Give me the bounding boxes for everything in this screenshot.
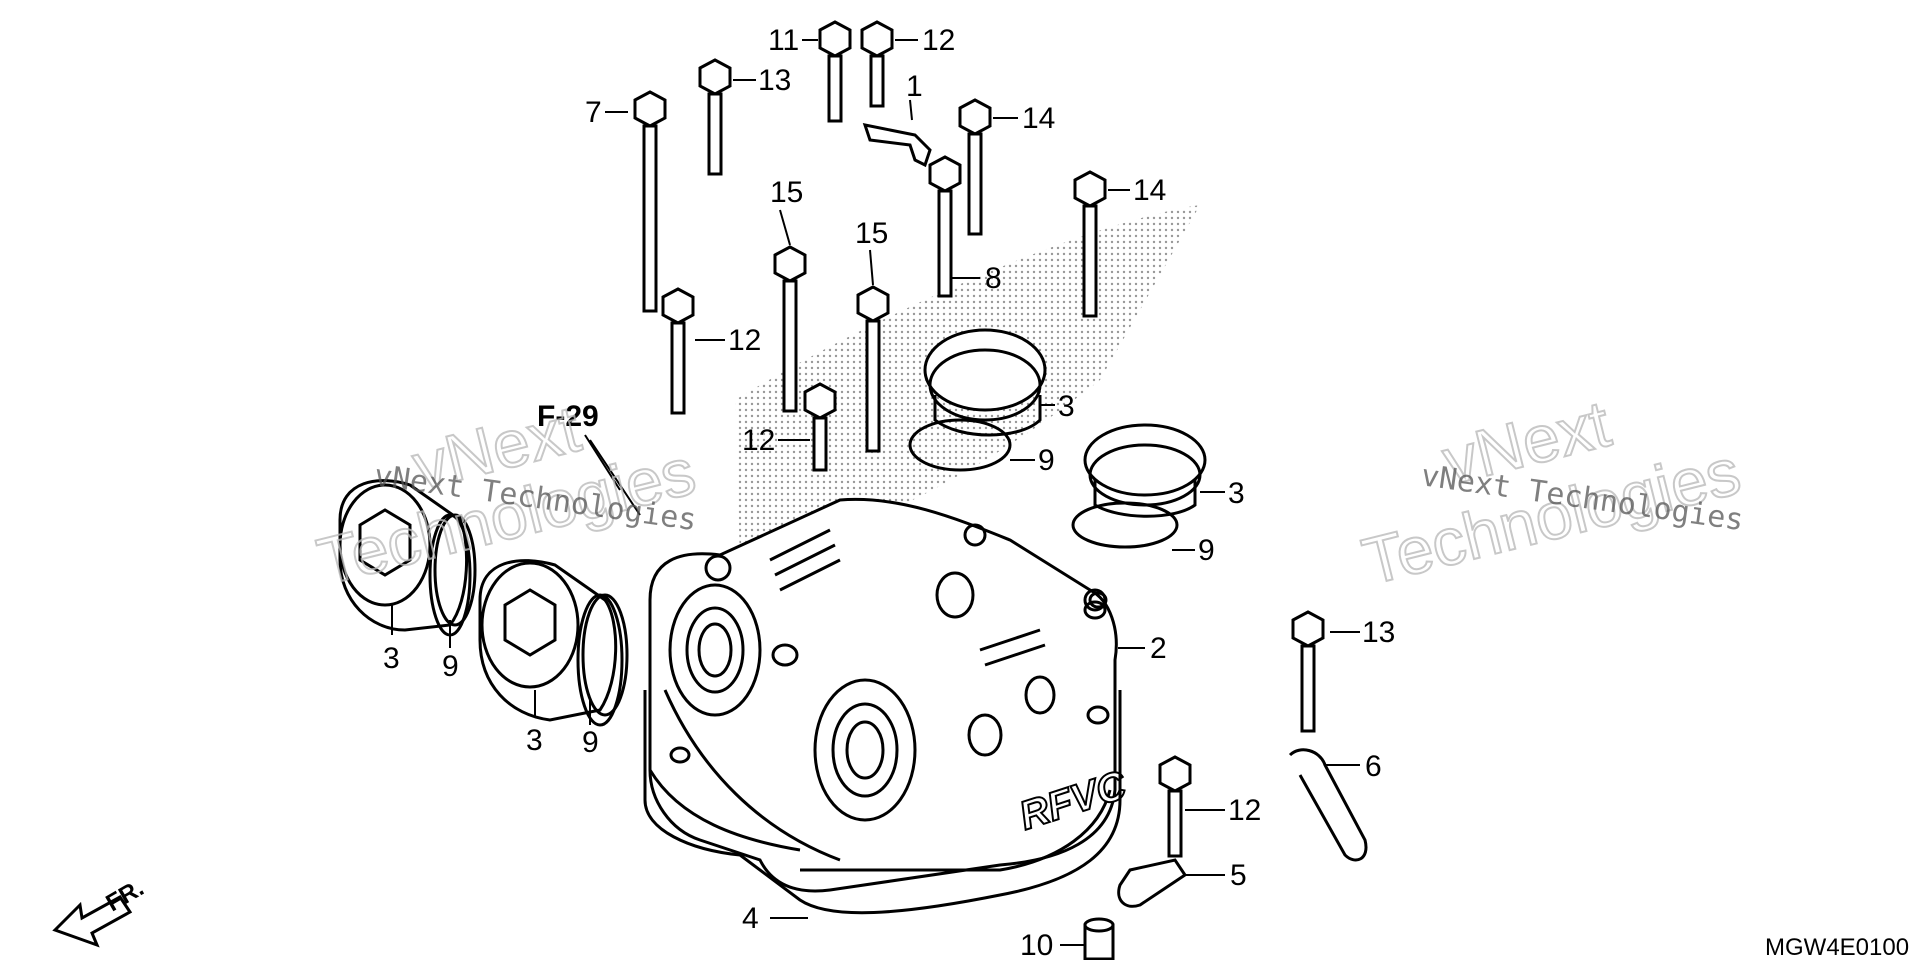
callout-8: 8 — [985, 262, 1002, 295]
callout-3d: 3 — [526, 724, 543, 757]
o-ring-upper-1 — [908, 418, 1012, 472]
bolt-8 — [928, 155, 962, 298]
dowel-pin — [1083, 917, 1115, 960]
callout-13b: 13 — [1362, 616, 1395, 649]
callout-3b: 3 — [1228, 477, 1245, 510]
callout-4: 4 — [742, 902, 759, 935]
callout-9c: 9 — [442, 650, 459, 683]
section-reference[interactable]: F-29 — [537, 400, 599, 433]
callout-15a: 15 — [770, 176, 803, 209]
hose-clamp — [1288, 748, 1368, 862]
callout-12a: 12 — [922, 24, 955, 57]
callout-9b: 9 — [1198, 534, 1215, 567]
bolt-12-bottom — [1158, 755, 1192, 858]
callout-12c: 12 — [742, 424, 775, 457]
bolt-14-right — [1073, 170, 1107, 318]
callouts: 1 2 3 3 3 3 4 5 6 7 8 9 9 9 9 10 11 12 1… — [383, 24, 1395, 960]
callout-9d: 9 — [582, 726, 599, 759]
callout-7: 7 — [585, 96, 602, 129]
bolt-14-top — [958, 98, 992, 236]
callout-15b: 15 — [855, 217, 888, 250]
tappet-cap-upper-2 — [1083, 423, 1207, 518]
cylinder-head-cover: RFVC — [648, 497, 1133, 893]
callout-14b: 14 — [1133, 174, 1166, 207]
callout-12b: 12 — [728, 324, 761, 357]
bolt-11 — [818, 20, 852, 123]
cover-gasket — [643, 690, 1122, 915]
bolt-12-mid — [803, 382, 837, 472]
callout-10: 10 — [1020, 929, 1053, 960]
callout-2: 2 — [1150, 632, 1167, 665]
callout-11: 11 — [768, 24, 799, 57]
front-direction-arrow: FR. — [52, 874, 148, 948]
callout-5: 5 — [1230, 859, 1247, 892]
o-ring-upper-2 — [1071, 501, 1179, 549]
callout-6: 6 — [1365, 750, 1382, 783]
callout-1: 1 — [906, 70, 923, 103]
section-reference-leader — [584, 434, 621, 491]
callout-3c: 3 — [383, 642, 400, 675]
tappet-cap-upper-1 — [923, 328, 1047, 437]
bracket — [862, 123, 932, 168]
callout-12d: 12 — [1228, 794, 1261, 827]
callout-9a: 9 — [1038, 444, 1055, 477]
bolt-12-top — [860, 20, 894, 108]
callout-3a: 3 — [1058, 390, 1075, 423]
bolt-13-top — [698, 58, 732, 176]
callout-13a: 13 — [758, 64, 791, 97]
arrow-left-icon — [52, 895, 133, 948]
stay — [1117, 858, 1188, 908]
tappet-cap-left-1 — [338, 479, 472, 637]
bolt-15-right — [856, 285, 890, 453]
o-ring-left-1 — [433, 513, 477, 627]
bolt-13-right — [1291, 610, 1325, 733]
callout-14a: 14 — [1022, 102, 1055, 135]
watermark-right: vNext Technologies vNext Technologies — [1354, 385, 1748, 600]
bolt-7 — [633, 90, 667, 313]
o-ring-left-2 — [581, 593, 629, 717]
bolt-12-mid-left — [661, 287, 695, 415]
leader-lines — [391, 39, 1360, 946]
tappet-cap-left-2 — [478, 559, 624, 727]
bolt-15-left — [773, 245, 807, 413]
diagram-code: MGW4E0100 — [1765, 934, 1909, 960]
